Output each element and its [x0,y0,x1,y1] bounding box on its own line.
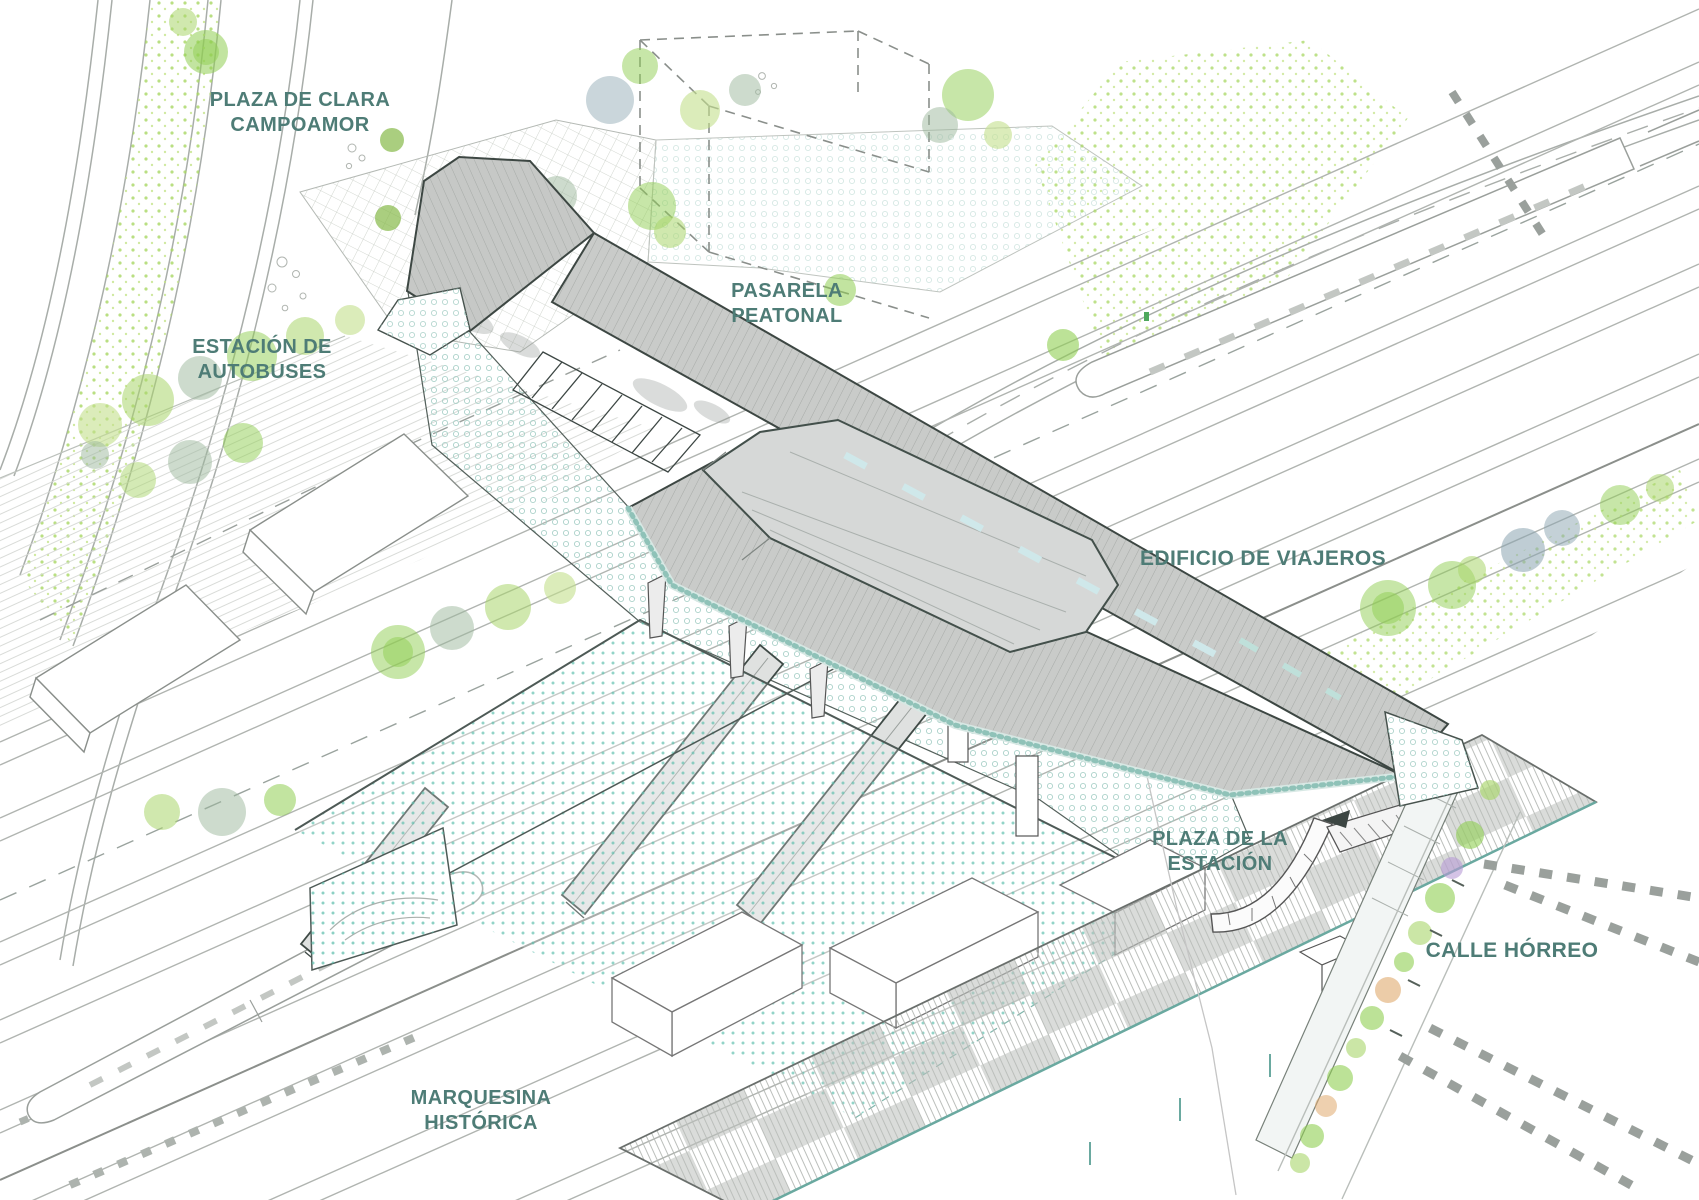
marquesina-end-wall [309,826,458,972]
label-marquesina-historica: MARQUESINA HISTÓRICA [410,1087,552,1134]
tiny-person [1144,312,1149,321]
track-sleeper-dashes [18,1031,422,1189]
curved-ramp [1210,817,1333,933]
train-upper [1075,109,1699,398]
northeast-green-strip [1320,470,1699,712]
road-markings [1397,89,1699,1194]
skylight-strips [843,451,1342,701]
horreo-trees [1290,780,1500,1173]
trees-left-rows [78,305,365,498]
station-glass-facade [407,290,1251,889]
band-end-flap [1384,710,1479,807]
street-furniture [1389,879,1465,1037]
label-plaza-estacion: PLAZA DE LA ESTACIÓN [1152,828,1288,875]
trees-mid [144,572,576,836]
horreo-sidewalks [1277,783,1521,1200]
label-pasarela-peatonal: PASARELA PEATONAL [731,280,843,327]
meadow [1035,40,1408,372]
label-edificio-viajeros: EDIFICIO DE VIAJEROS [1139,546,1387,570]
entrance-struts [512,351,702,473]
label-calle-horreo: CALLE HÓRREO [1425,938,1599,962]
dashed-building [639,30,930,319]
label-plaza-clara-campoamor: PLAZA DE CLARA CAMPOAMOR [209,89,391,136]
sketched-train-nose [329,897,439,941]
tower-wing [376,287,471,356]
roof-lantern [701,418,1120,654]
tower-roof [405,155,596,333]
label-estacion-autobuses: ESTACIÓN DE AUTOBUSES [192,336,332,383]
bus-station-buildings [29,433,470,754]
